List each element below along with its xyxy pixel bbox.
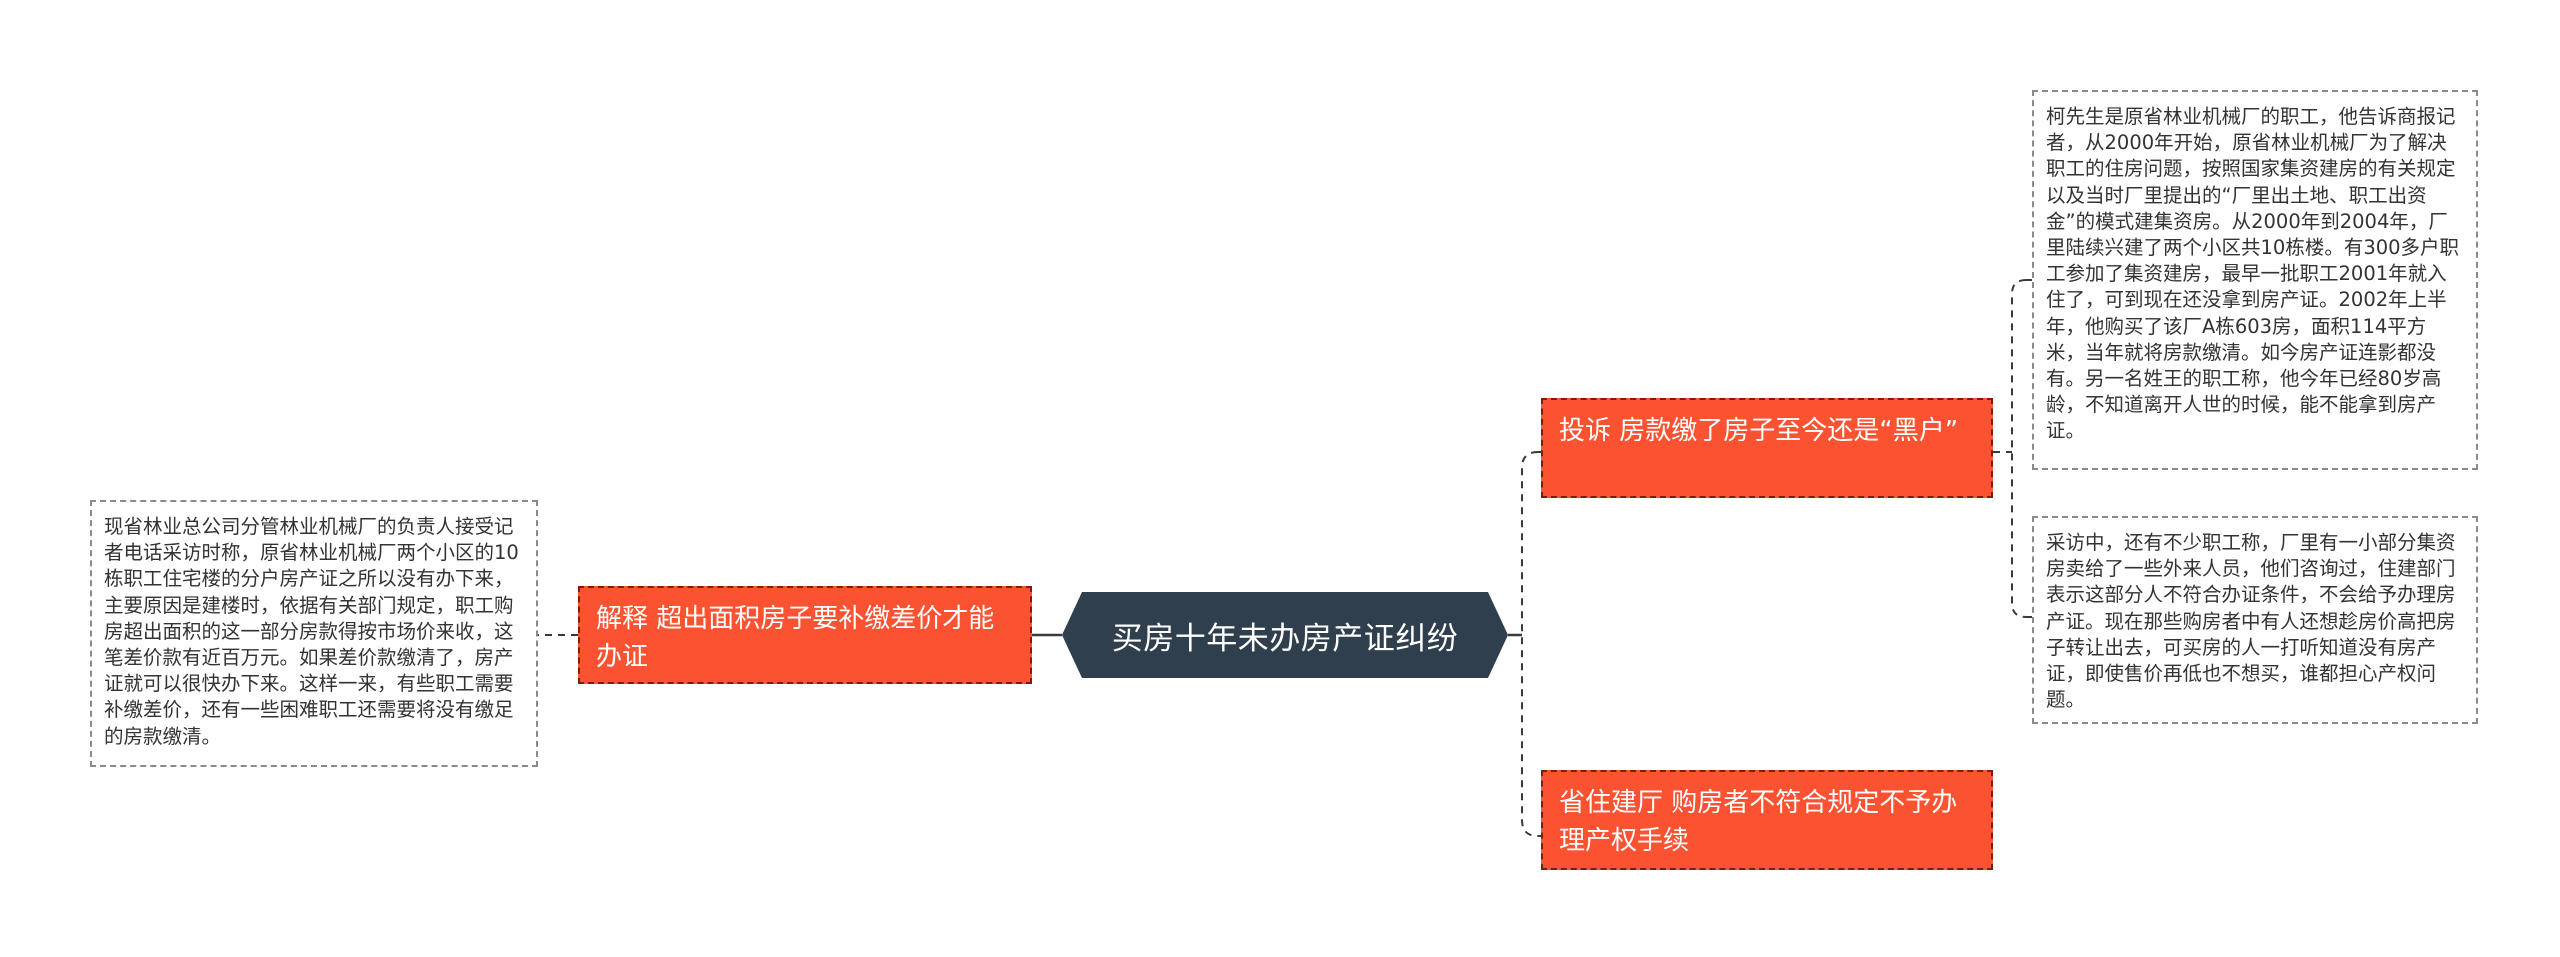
note-right-top-1-text: 柯先生是原省林业机械厂的职工，他告诉商报记者，从2000年开始，原省林业机械厂为… <box>2046 105 2460 443</box>
topic-right-bottom[interactable]: 省住建厅 购房者不符合规定不予办理产权手续 <box>1541 770 1993 870</box>
note-right-top-1: 柯先生是原省林业机械厂的职工，他告诉商报记者，从2000年开始，原省林业机械厂为… <box>2032 90 2478 470</box>
note-right-top-2: 采访中，还有不少职工称，厂里有一小部分集资房卖给了一些外来人员，他们咨询过，住建… <box>2032 516 2478 724</box>
note-right-top-2-text: 采访中，还有不少职工称，厂里有一小部分集资房卖给了一些外来人员，他们咨询过，住建… <box>2046 531 2456 712</box>
topic-left-label: 解释 超出面积房子要补缴差价才能办证 <box>596 604 995 672</box>
topic-right-bottom-label: 省住建厅 购房者不符合规定不予办理产权手续 <box>1559 788 1958 856</box>
topic-right-top-label: 投诉 房款缴了房子至今还是“黑户” <box>1559 416 1959 446</box>
connector-rt-notes <box>2011 279 2027 618</box>
note-left-text: 现省林业总公司分管林业机械厂的负责人接受记者电话采访时称，原省林业机械厂两个小区… <box>104 515 519 748</box>
topic-left[interactable]: 解释 超出面积房子要补缴差价才能办证 <box>578 586 1032 684</box>
topic-right-top[interactable]: 投诉 房款缴了房子至今还是“黑户” <box>1541 398 1993 498</box>
central-topic-title: 买房十年未办房产证纠纷 <box>1111 620 1459 657</box>
central-topic-shape <box>1062 592 1508 678</box>
central-topic[interactable]: 买房十年未办房产证纠纷 <box>1062 592 1508 678</box>
connector-right-trunk <box>1521 451 1539 837</box>
note-left: 现省林业总公司分管林业机械厂的负责人接受记者电话采访时称，原省林业机械厂两个小区… <box>90 500 538 767</box>
